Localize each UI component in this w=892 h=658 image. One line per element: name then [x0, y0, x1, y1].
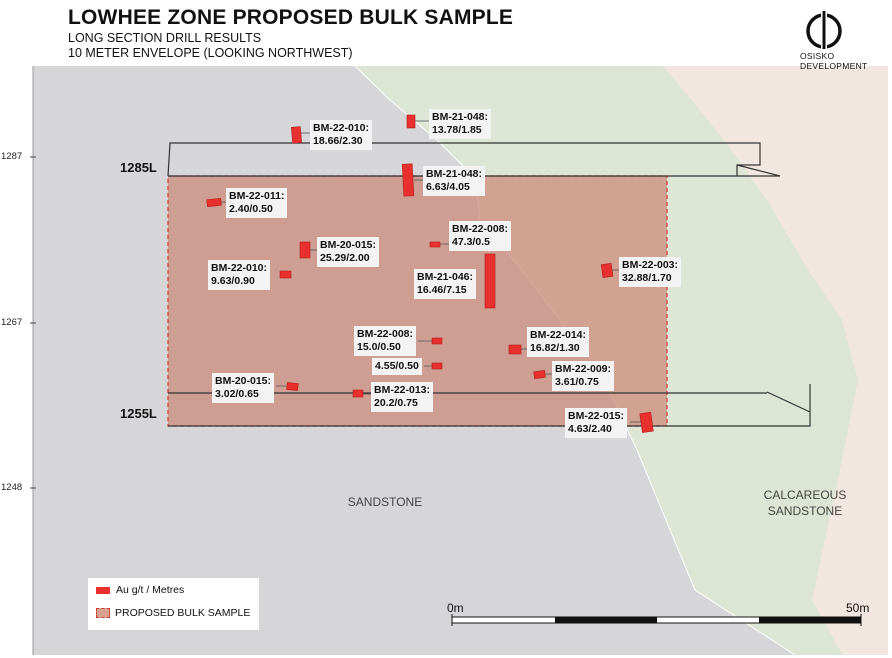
- intercept-mark: [484, 253, 496, 309]
- elevation-tick-label: 1248: [1, 482, 23, 493]
- osisko-logo-icon: [806, 8, 842, 52]
- hole-result: 32.88/1.70: [622, 272, 672, 284]
- legend-item-intercept: Au g/t / Metres: [96, 584, 184, 596]
- hole-id: BM-22-010:: [313, 122, 370, 134]
- intercept-mark: [508, 344, 522, 355]
- intercept-mark: [600, 263, 614, 278]
- level-label-1285: 1285L: [120, 160, 157, 175]
- intercept-mark: [286, 382, 299, 391]
- hole-id: BM-22-015:: [568, 410, 625, 422]
- hole-result: 3.61/0.75: [555, 376, 599, 388]
- hole-result: 18.66/2.30: [313, 135, 363, 147]
- hole-result: 16.82/1.30: [530, 342, 580, 354]
- intercept-swatch: [96, 586, 110, 594]
- intercept-mark: [352, 389, 364, 398]
- hole-result: 9.63/0.90: [211, 275, 255, 287]
- hole-result: 6.63/4.05: [426, 181, 470, 193]
- drill-label: BM-20-015:25.29/2.00: [317, 237, 380, 267]
- subtitle-drill-results: LONG SECTION DRILL RESULTS: [68, 31, 262, 45]
- intercept-mark: [290, 126, 303, 144]
- intercept-mark: [639, 411, 654, 433]
- zone-label-sandstone: SANDSTONE: [347, 495, 423, 509]
- logo-text: OSISKO DEVELOPMENT: [800, 51, 868, 71]
- hole-id: BM-20-015:: [215, 375, 272, 387]
- legend-item-bulk: PROPOSED BULK SAMPLE: [96, 607, 250, 619]
- drill-label: BM-22-008:15.0/0.50: [354, 326, 417, 356]
- intercept-mark: [206, 197, 222, 208]
- hole-id: BM-20-015:: [320, 239, 377, 251]
- zone-label-line: CALCAREOUS: [763, 488, 847, 502]
- intercept-mark: [431, 337, 443, 345]
- legend-label: Au g/t / Metres: [116, 584, 185, 596]
- elevation-tick-label: 1287: [1, 151, 23, 162]
- hole-result: 4.63/2.40: [568, 423, 612, 435]
- intercept-mark: [533, 369, 546, 380]
- scale-end-label: 50m: [846, 601, 870, 615]
- elevation-tick-label: 1267: [1, 317, 23, 328]
- hole-result: 3.02/0.65: [215, 388, 259, 400]
- legend: Au g/t / Metres PROPOSED BULK SAMPLE: [88, 578, 259, 630]
- drill-label: BM-21-048:6.63/4.05: [423, 166, 486, 196]
- drill-label: BM-22-010:9.63/0.90: [208, 260, 271, 290]
- intercept-mark: [299, 241, 311, 259]
- hole-id: BM-22-009:: [555, 363, 612, 375]
- zone-label-calcareous: CALCAREOUS SANDSTONE: [755, 487, 855, 519]
- legend-label: PROPOSED BULK SAMPLE: [115, 607, 251, 619]
- hole-id: BM-22-003:: [622, 259, 679, 271]
- hole-id: BM-21-048:: [426, 168, 483, 180]
- portal-ramp: [766, 391, 811, 413]
- hole-result: 4.55/0.50: [375, 360, 419, 372]
- hole-id: BM-22-008:: [357, 328, 414, 340]
- intercepts: [206, 114, 654, 433]
- hole-result: 20.2/0.75: [374, 397, 418, 409]
- level-1255-portal: [168, 384, 811, 427]
- hole-id: BM-22-010:: [211, 262, 268, 274]
- drill-label: BM-22-008:47.3/0.5: [449, 221, 512, 251]
- intercept-mark: [279, 270, 292, 279]
- hole-result: 2.40/0.50: [229, 203, 273, 215]
- scale-bar: [451, 614, 862, 626]
- hole-id: BM-22-013:: [374, 384, 431, 396]
- scale-start-label: 0m: [447, 601, 464, 615]
- intercept-mark: [431, 362, 443, 370]
- drill-label: BM-22-014:16.82/1.30: [527, 327, 590, 357]
- hole-result: 25.29/2.00: [320, 252, 370, 264]
- hole-id: BM-22-014:: [530, 329, 587, 341]
- intercept-mark: [401, 163, 415, 197]
- hole-result: 13.78/1.85: [432, 124, 482, 136]
- subtitle-envelope: 10 METER ENVELOPE (LOOKING NORTHWEST): [68, 46, 353, 60]
- hole-id: BM-21-048:: [432, 111, 489, 123]
- drift-portal: [736, 164, 781, 177]
- drill-label: BM-20-015:3.02/0.65: [212, 373, 275, 403]
- hole-result: 47.3/0.5: [452, 236, 490, 248]
- drill-label: BM-22-003:32.88/1.70: [619, 257, 682, 287]
- hole-id: BM-22-008:: [452, 223, 509, 235]
- hole-id: BM-22-011:: [229, 190, 285, 202]
- hole-result: 15.0/0.50: [357, 341, 401, 353]
- zone-label-line: SANDSTONE: [767, 504, 843, 518]
- hole-id: BM-21-046:: [417, 271, 474, 283]
- level-label-1255: 1255L: [120, 406, 157, 421]
- drill-label: BM-22-011:2.40/0.50: [226, 188, 288, 218]
- drill-label: BM-21-048:13.78/1.85: [429, 109, 492, 139]
- drill-label: BM-22-009:3.61/0.75: [552, 361, 615, 391]
- drill-label: BM-22-010:18.66/2.30: [310, 120, 373, 150]
- drill-label: BM-22-015:4.63/2.40: [565, 408, 628, 438]
- drill-label: BM-22-013:20.2/0.75: [371, 382, 434, 412]
- page-title: LOWHEE ZONE PROPOSED BULK SAMPLE: [68, 6, 514, 29]
- pink-unit: [663, 66, 888, 655]
- drill-label: 4.55/0.50: [372, 358, 422, 375]
- hole-result: 16.46/7.15: [417, 284, 467, 296]
- intercept-mark: [429, 241, 441, 248]
- intercept-mark: [406, 114, 416, 129]
- drill-label: BM-21-046:16.46/7.15: [414, 269, 477, 299]
- bulk-swatch: [96, 608, 110, 618]
